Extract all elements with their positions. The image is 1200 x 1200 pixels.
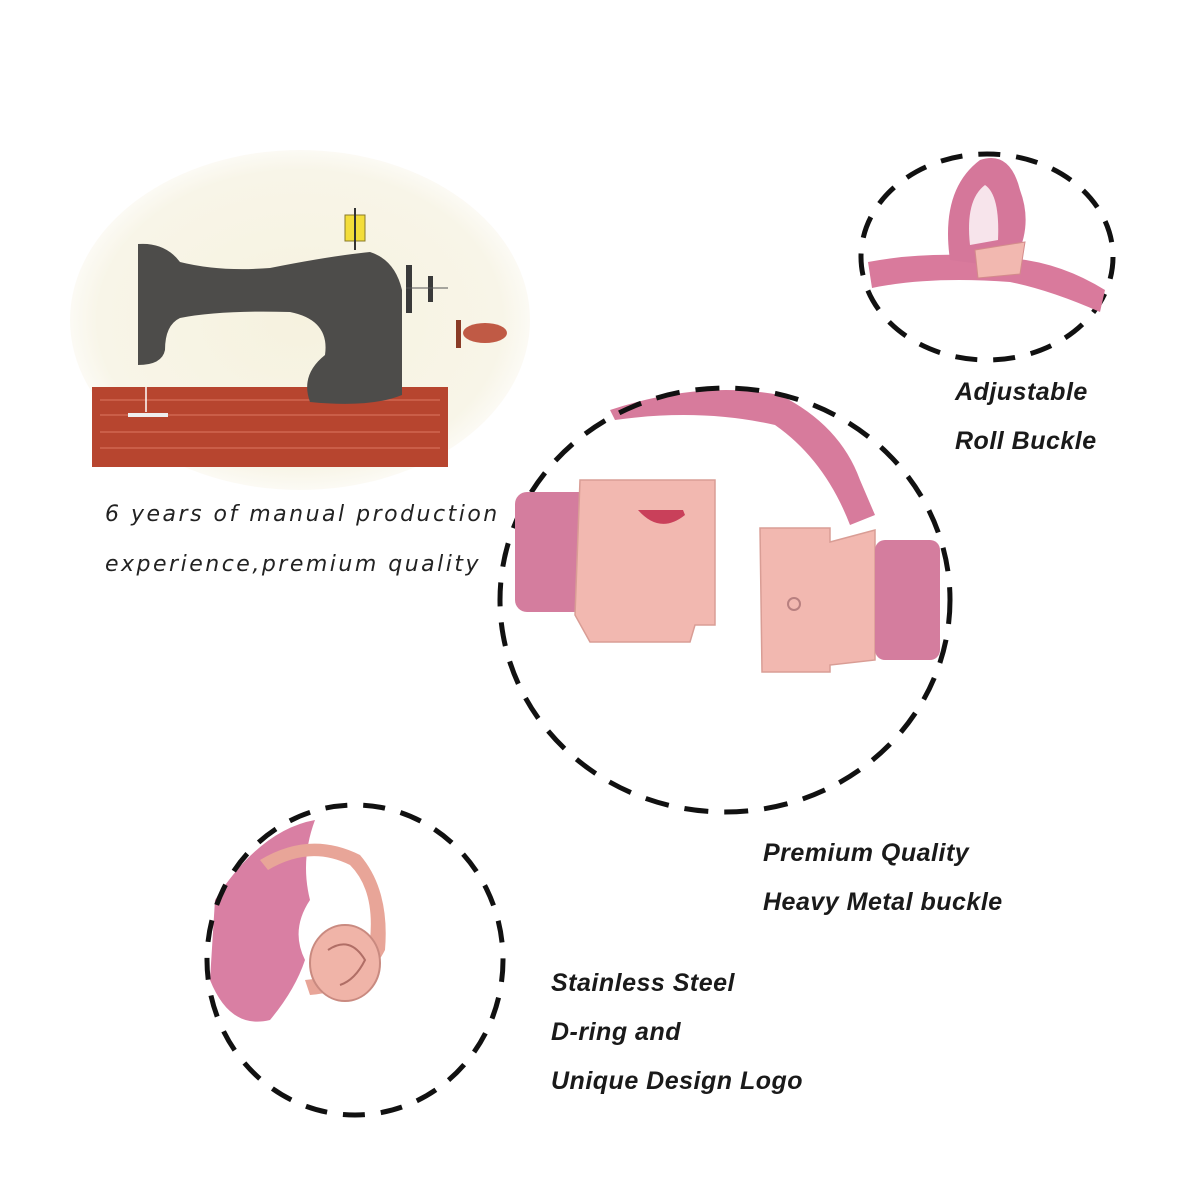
d-ring-caption-line-1: Stainless Steel [551, 969, 735, 997]
roll-buckle-caption-line-2: Roll Buckle [955, 427, 1097, 455]
roll-buckle-callout [858, 151, 1116, 363]
metal-buckle-caption-line-1: Premium Quality [763, 839, 970, 867]
metal-buckle-caption-line-2: Heavy Metal buckle [763, 888, 1003, 916]
metal-buckle-callout [497, 385, 953, 815]
d-ring-callout [204, 802, 506, 1118]
d-ring-caption-line-3: Unique Design Logo [551, 1067, 804, 1095]
craft-caption-line-1: 6 years of manual production [105, 502, 500, 527]
d-ring-caption-line-2: D-ring and [551, 1018, 681, 1046]
craft-caption-line-2: experience,premium quality [105, 552, 482, 577]
sewing-machine-illustration [70, 150, 530, 490]
roll-buckle-caption-line-1: Adjustable [955, 378, 1088, 406]
sewing-machine-icon [70, 150, 530, 490]
